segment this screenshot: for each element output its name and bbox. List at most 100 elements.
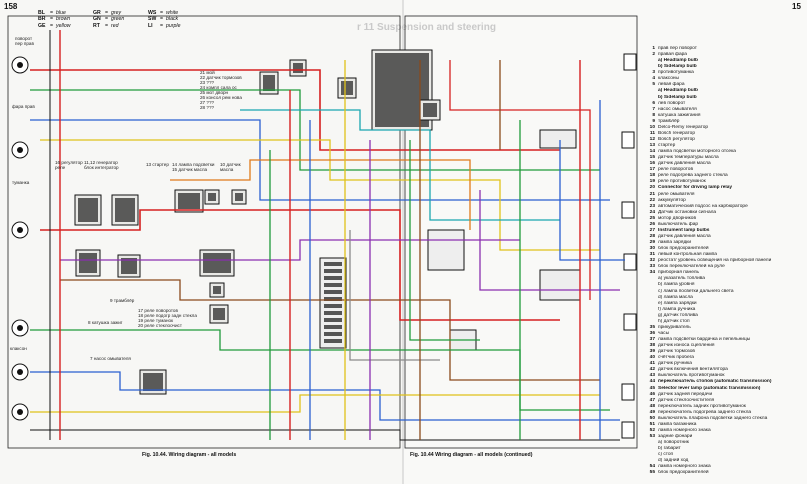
key-number: 43 (649, 373, 655, 379)
legend-entry: SW=black (148, 16, 200, 22)
key-text: прав пер поворот (658, 46, 697, 51)
legend-code: BR (38, 16, 46, 23)
legend-entry: GN=green (93, 16, 145, 22)
wire (240, 109, 560, 221)
connector-symbol (623, 253, 637, 271)
key-number: 18 (649, 173, 655, 179)
key-number: 23 (649, 203, 655, 209)
key-text: датчик давления масла (658, 161, 711, 167)
wire (559, 140, 625, 261)
component-detail (263, 75, 275, 91)
fuse (324, 325, 342, 329)
lamp-center (17, 62, 23, 68)
key-number: 8 (652, 112, 655, 118)
legend-color-name: grey (111, 10, 122, 16)
multi-connector (427, 229, 465, 271)
key-item: b) лампа уровня (645, 282, 807, 288)
legend-entry: LI=purple (148, 23, 200, 29)
fuse (324, 339, 342, 343)
key-text: a) Headlamp bulb (658, 88, 698, 94)
key-text: автоматический подсос на карбюраторе (658, 203, 748, 209)
key-number: 36 (649, 330, 655, 336)
key-number: 50 (649, 415, 655, 421)
key-number: 7 (652, 106, 655, 112)
key-text: счётчик пробега (658, 355, 694, 361)
connector-symbol (621, 421, 635, 439)
key-text: лампа подсветки моторного отсека (658, 149, 736, 155)
key-text: Connector for driving lamp relay (658, 185, 733, 191)
key-text: правая фара (658, 52, 687, 58)
key-number: 17 (649, 167, 655, 173)
key-text: клаксоны (658, 76, 679, 82)
key-number: 12 (649, 136, 655, 142)
key-number: 28 (649, 233, 655, 239)
component-detail (341, 81, 353, 95)
key-number: 21 (649, 191, 655, 197)
key-text: датчик стеклоочистителя (658, 397, 715, 403)
legend-code: GN (93, 16, 101, 23)
wire (40, 139, 600, 251)
key-number: 26 (649, 221, 655, 227)
key-text: приборная панель (658, 270, 699, 276)
fuse (324, 332, 342, 336)
key-item: d) задний ход (645, 458, 807, 464)
key-text: мотор дворников (658, 215, 696, 221)
legend-code: BL (38, 10, 45, 16)
key-text: датчик ручника (658, 361, 692, 367)
key-item: f) лампа ручника (645, 307, 807, 313)
legend-equals: = (105, 16, 109, 23)
key-text: датчик давления масла (658, 233, 711, 239)
key-text: лампа номерного знака (658, 427, 711, 433)
label-headlamp-right: фара прав (12, 104, 35, 109)
key-text: a) указатель топлива (658, 276, 705, 282)
key-text: Selector lever lamp (automatic transmiss… (658, 385, 761, 391)
key-text: h) датчик стоп (658, 318, 690, 324)
wire (170, 159, 471, 230)
wire (30, 371, 620, 421)
key-item: d) лампа масла (645, 295, 807, 301)
component-detail (203, 253, 231, 273)
key-number: 32 (649, 258, 655, 264)
legend-code: GR (93, 10, 101, 16)
label-distributor: 9 трамблёр (110, 298, 135, 303)
component-detail (79, 253, 97, 273)
key-number: 14 (649, 149, 655, 155)
lamp-center (17, 409, 23, 415)
legend-equals: = (50, 22, 54, 29)
component-detail (78, 198, 98, 222)
key-text: переключатель стопов (automatic transmis… (658, 379, 772, 385)
legend-code: SW (148, 16, 157, 23)
fuse (324, 318, 342, 322)
key-number: 49 (649, 409, 655, 415)
key-text: реостат/ уровень освещения на приборной … (658, 258, 772, 264)
fuse (324, 262, 342, 266)
wire (30, 89, 600, 171)
key-text: противотуманка (658, 70, 694, 76)
key-number: 29 (649, 240, 655, 245)
key-text: d) задний ход (658, 458, 689, 464)
page-number-left: 158 (4, 2, 18, 11)
key-number: 39 (649, 349, 655, 355)
component-detail (235, 193, 243, 201)
key-number: 10 (649, 124, 655, 130)
